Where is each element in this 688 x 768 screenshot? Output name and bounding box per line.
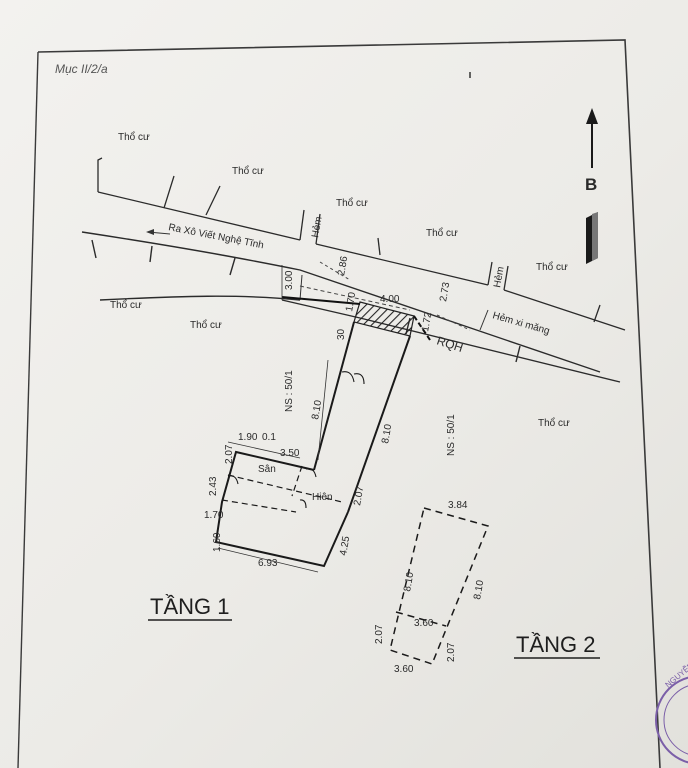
road-centerline xyxy=(299,285,411,311)
area-label-2: Thổ cư xyxy=(232,165,264,177)
area-label-5: Thổ cư xyxy=(536,261,568,273)
dim-left-side: 8.10 xyxy=(310,399,324,421)
area-label-3: Thổ cư xyxy=(336,197,368,209)
direction-arrow-icon xyxy=(146,229,171,235)
area-label-4: Thổ cư xyxy=(426,227,458,239)
road-label-hem-2: Hẻm xyxy=(492,266,507,289)
north-label: B xyxy=(585,175,597,194)
dim-road-right: 2.73 xyxy=(438,281,452,303)
door-arcs-front xyxy=(341,371,365,385)
frame-border-top-right xyxy=(37,39,661,768)
road-label-hem-xi-mang: Hẻm xi măng xyxy=(491,310,551,337)
door-arc-1 xyxy=(227,475,239,485)
floor1-label: TẦNG 1 xyxy=(150,594,229,619)
floor1-dimension-lines xyxy=(217,265,329,573)
dim-right-side: 8.10 xyxy=(380,423,394,445)
road-mark-rqh: RQH xyxy=(435,334,465,356)
door-arc-3 xyxy=(299,499,307,509)
top-lot-lines xyxy=(97,157,626,331)
dim-san-width: 3.50 xyxy=(280,448,300,459)
dim-f2-mid: 3.60 xyxy=(414,618,434,629)
front-boundary-left xyxy=(281,296,361,305)
dim-f2-top: 3.84 xyxy=(448,500,468,511)
front-hatched-strip xyxy=(353,301,415,337)
road-label-hem-1: Hẻm xyxy=(310,216,325,239)
road-connector xyxy=(299,274,303,301)
front-boundary-right xyxy=(413,315,431,341)
dim-f2-right-low: 2.07 xyxy=(446,642,457,662)
dim-front-setback-right: 1.72 xyxy=(420,311,434,333)
dim-left-step: 2.07 xyxy=(224,444,235,464)
hem-dash-2 xyxy=(436,314,471,331)
header-note: Mục II/2/a xyxy=(55,62,108,76)
room-label-hien: Hiên xyxy=(312,492,333,503)
dim-right-back: 2.07 xyxy=(352,485,366,507)
dim-f2-left-low: 2.07 xyxy=(374,624,385,644)
road-label-main: Ra Xô Viết Nghệ Tĩnh xyxy=(167,221,264,251)
dim-front-small: 30 xyxy=(336,328,347,340)
dim-right-bottom: 4.25 xyxy=(338,535,352,557)
dim-f2-left: 8.10 xyxy=(402,571,416,593)
area-label-1: Thổ cư xyxy=(118,131,150,143)
dim-front-width: 4.00 xyxy=(380,294,400,305)
frame-border-left xyxy=(17,51,39,768)
dim-f2-bottom: 3.60 xyxy=(394,664,414,675)
dim-road-left: 2.86 xyxy=(336,255,350,277)
dim-top-back-a: 1.90 xyxy=(238,432,258,443)
dim-f2-right: 8.10 xyxy=(472,579,486,601)
floor1-outline xyxy=(214,321,411,568)
floor1-inner-dashed xyxy=(221,465,343,513)
dim-left-lower: 1.70 xyxy=(204,510,224,521)
ns-label-right: NS : 50/1 xyxy=(446,414,457,456)
dim-road-top-left: 3.00 xyxy=(284,270,295,290)
stamp-seal-icon: NGUYỄN xyxy=(655,660,688,764)
road-connector-2 xyxy=(479,309,489,331)
area-label-7: Thổ cư xyxy=(190,319,222,331)
area-label-6: Thổ cư xyxy=(110,299,142,311)
area-label-8: Thổ cư xyxy=(538,417,570,429)
stamp-text: NGUYỄN xyxy=(664,660,688,689)
north-arrow-icon: B xyxy=(585,108,598,264)
dim-front-setback-left: 1.70 xyxy=(344,291,358,313)
dim-left-vert: 2.43 xyxy=(208,476,219,496)
dim-top-back-b: 0.1 xyxy=(262,432,276,443)
room-label-san: Sân xyxy=(258,464,276,475)
floor2-outline xyxy=(389,507,490,665)
door-arc-2 xyxy=(305,468,317,478)
dim-bottom-width: 6.93 xyxy=(258,558,278,569)
ns-label-left: NS : 50/1 xyxy=(284,370,295,412)
dim-left-bottom: 1.60 xyxy=(212,532,223,552)
floor2-label: TẦNG 2 xyxy=(516,632,595,657)
